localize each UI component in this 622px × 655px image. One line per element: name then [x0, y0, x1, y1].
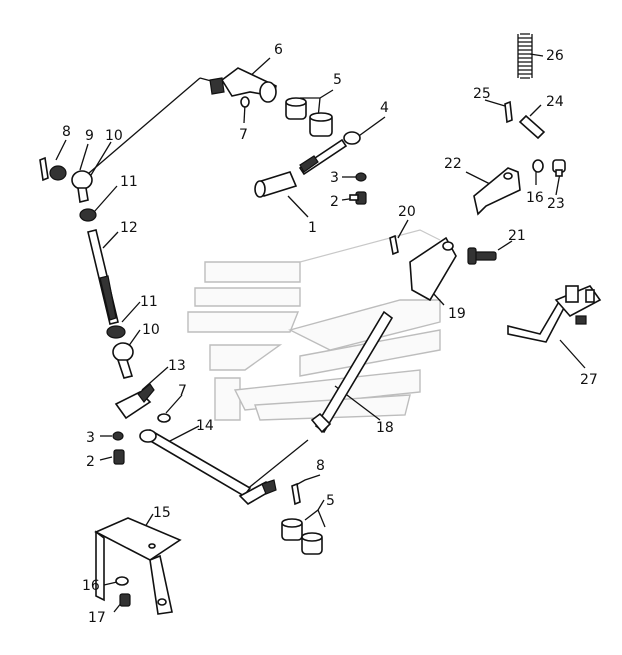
part-6-lever: [209, 67, 277, 103]
callout-8: 8: [316, 458, 325, 474]
callout-15: 15: [153, 505, 171, 521]
parts: [39, 33, 602, 615]
part-18-link-rod: [310, 310, 394, 434]
part-26-spring: [517, 33, 533, 79]
part-7-washer-lower: [157, 413, 171, 423]
callout-4: 4: [380, 100, 389, 116]
part-16-washer-lower: [115, 576, 129, 586]
part-5-bushings-lower: [281, 518, 323, 555]
part-25-pin: [504, 100, 513, 124]
callout-6: 6: [274, 42, 283, 58]
callout-9: 9: [85, 128, 94, 144]
callout-11: 11: [140, 294, 158, 310]
callout-21: 21: [508, 228, 526, 244]
callout-11: 11: [120, 174, 138, 190]
callout-8: 8: [62, 124, 71, 140]
callout-16: 16: [82, 578, 100, 594]
part-11-nut-lower: [106, 325, 126, 339]
part-22-plate: [473, 167, 521, 216]
part-2-bolt-lower: [113, 449, 125, 465]
part-24-pin: [518, 114, 546, 140]
part-12-rod: [87, 229, 119, 325]
part-10-ball-joint: [71, 170, 93, 203]
part-27-pedal-arm: [507, 285, 602, 343]
part-5-bushings: [285, 97, 333, 137]
part-14-cross-shaft: [139, 429, 277, 506]
callout-12: 12: [120, 220, 138, 236]
callout-1: 1: [308, 220, 317, 236]
part-10-ball-joint-lower: [112, 342, 134, 379]
part-7-washer: [240, 96, 250, 108]
part-9-nut: [49, 165, 67, 181]
callout-2: 2: [86, 454, 95, 470]
callout-18: 18: [376, 420, 394, 436]
callout-5: 5: [326, 493, 335, 509]
callout-10: 10: [105, 128, 123, 144]
callout-24: 24: [546, 94, 564, 110]
part-20-pin: [389, 234, 399, 256]
callout-labels: 1 2 2 3 3 4 5 5 6 7 7 8 8 9 10 10 11 11 …: [62, 42, 598, 626]
callout-20: 20: [398, 204, 416, 220]
callout-14: 14: [196, 418, 214, 434]
part-21-bolt: [467, 247, 497, 265]
part-3-nut-lower: [112, 431, 124, 441]
part-19-sector-plate: [409, 236, 457, 302]
part-8-pin-lower: [291, 482, 301, 506]
part-23-bolt: [552, 159, 566, 177]
callout-10: 10: [142, 322, 160, 338]
part-2-bolt: [349, 191, 367, 205]
callout-27: 27: [580, 372, 598, 388]
callout-7: 7: [178, 383, 187, 399]
part-17-bolt: [119, 593, 131, 607]
part-11-nut: [79, 208, 97, 222]
callout-3: 3: [330, 170, 339, 186]
part-1-shaft: [254, 171, 298, 198]
part-8-pin: [39, 156, 49, 182]
callout-13: 13: [168, 358, 186, 374]
callout-19: 19: [448, 306, 466, 322]
part-16-washer: [532, 159, 544, 173]
callout-23: 23: [547, 196, 565, 212]
callout-5: 5: [333, 72, 342, 88]
callout-2: 2: [330, 194, 339, 210]
callout-3: 3: [86, 430, 95, 446]
callout-7: 7: [239, 127, 248, 143]
callout-26: 26: [546, 48, 564, 64]
callout-16: 16: [526, 190, 544, 206]
callout-22: 22: [444, 156, 462, 172]
watermark-logo: [187, 229, 446, 421]
part-3-nut: [355, 172, 367, 182]
callout-17: 17: [88, 610, 106, 626]
part-13-lever: [114, 383, 155, 420]
callout-25: 25: [473, 86, 491, 102]
part-4-rod-end: [298, 131, 361, 176]
part-15-bracket: [94, 517, 182, 615]
